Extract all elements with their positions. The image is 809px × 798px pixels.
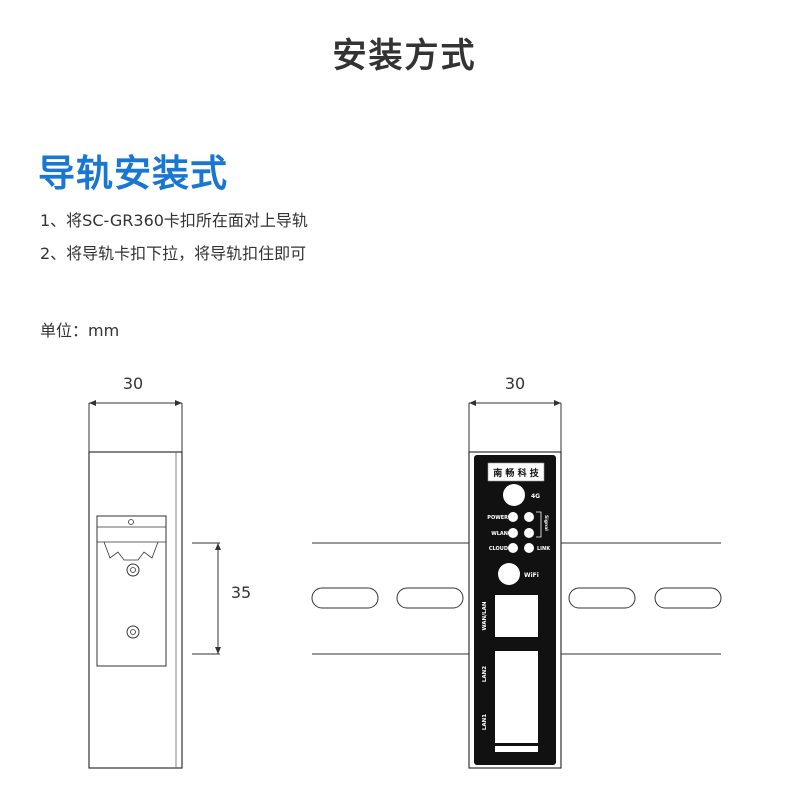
arrow-down xyxy=(215,647,221,654)
label-power: POWER xyxy=(487,515,508,521)
arrow-right xyxy=(175,400,182,406)
led-link xyxy=(524,543,534,553)
clip-spring xyxy=(103,541,159,561)
rail-slot xyxy=(396,587,464,609)
port-wan-lan xyxy=(495,595,538,637)
antenna-wifi-port xyxy=(498,563,520,585)
brand-logo-text: 南 畅 科 技 xyxy=(493,467,539,479)
screw-hole-bottom-inner xyxy=(130,629,136,635)
front-width-label: 30 xyxy=(505,374,525,393)
rail-slot xyxy=(311,587,379,609)
arrow-left xyxy=(89,400,96,406)
label-link: LINK xyxy=(537,546,551,552)
section-title: 导轨安装式 xyxy=(38,152,228,195)
screw-hole-top-inner xyxy=(130,567,136,573)
led-power xyxy=(508,512,518,522)
led-cloud xyxy=(508,543,518,553)
label-wlan: WLAN xyxy=(491,531,508,537)
step-2: 2、将导轨卡扣下拉，将导轨扣住即可 xyxy=(40,244,307,263)
label-wifi: WiFi xyxy=(524,572,539,579)
unit-label: 单位：mm xyxy=(40,321,120,340)
arrow-left xyxy=(469,400,476,406)
led-wlan xyxy=(508,528,518,538)
rail-clip xyxy=(96,515,167,667)
antenna-4g-port xyxy=(503,484,525,506)
led-signal xyxy=(524,512,534,522)
signal-bracket xyxy=(536,511,542,538)
arrow-up xyxy=(215,543,221,550)
front-view: 30 南 畅 科 技 4G POWER WLAN CLOUD LINK Sign… xyxy=(311,374,722,769)
port-lan2-lan1 xyxy=(495,651,538,743)
label-lan2: LAN2 xyxy=(482,666,488,682)
rail-height-label: 35 xyxy=(231,583,251,602)
label-lan1: LAN1 xyxy=(482,714,488,730)
brand-plate xyxy=(487,462,545,482)
led-signal-2 xyxy=(524,528,534,538)
rail-slot xyxy=(568,587,636,609)
rail-slot xyxy=(654,587,722,609)
clip-hole xyxy=(128,519,134,525)
label-cloud: CLOUD xyxy=(489,546,508,552)
screw-hole-bottom xyxy=(126,625,140,639)
label-signal: Signal xyxy=(543,515,549,531)
side-width-label: 30 xyxy=(123,374,143,393)
arrow-right xyxy=(554,400,561,406)
port-bottom-edge xyxy=(495,746,538,752)
screw-hole-top xyxy=(126,563,140,577)
label-4g: 4G xyxy=(531,493,540,500)
label-wan-lan: WAN/LAN xyxy=(482,601,488,630)
page-title: 安装方式 xyxy=(332,36,477,76)
step-1: 1、将SC-GR360卡扣所在面对上导轨 xyxy=(40,211,308,230)
side-view: 30 35 xyxy=(88,374,251,769)
